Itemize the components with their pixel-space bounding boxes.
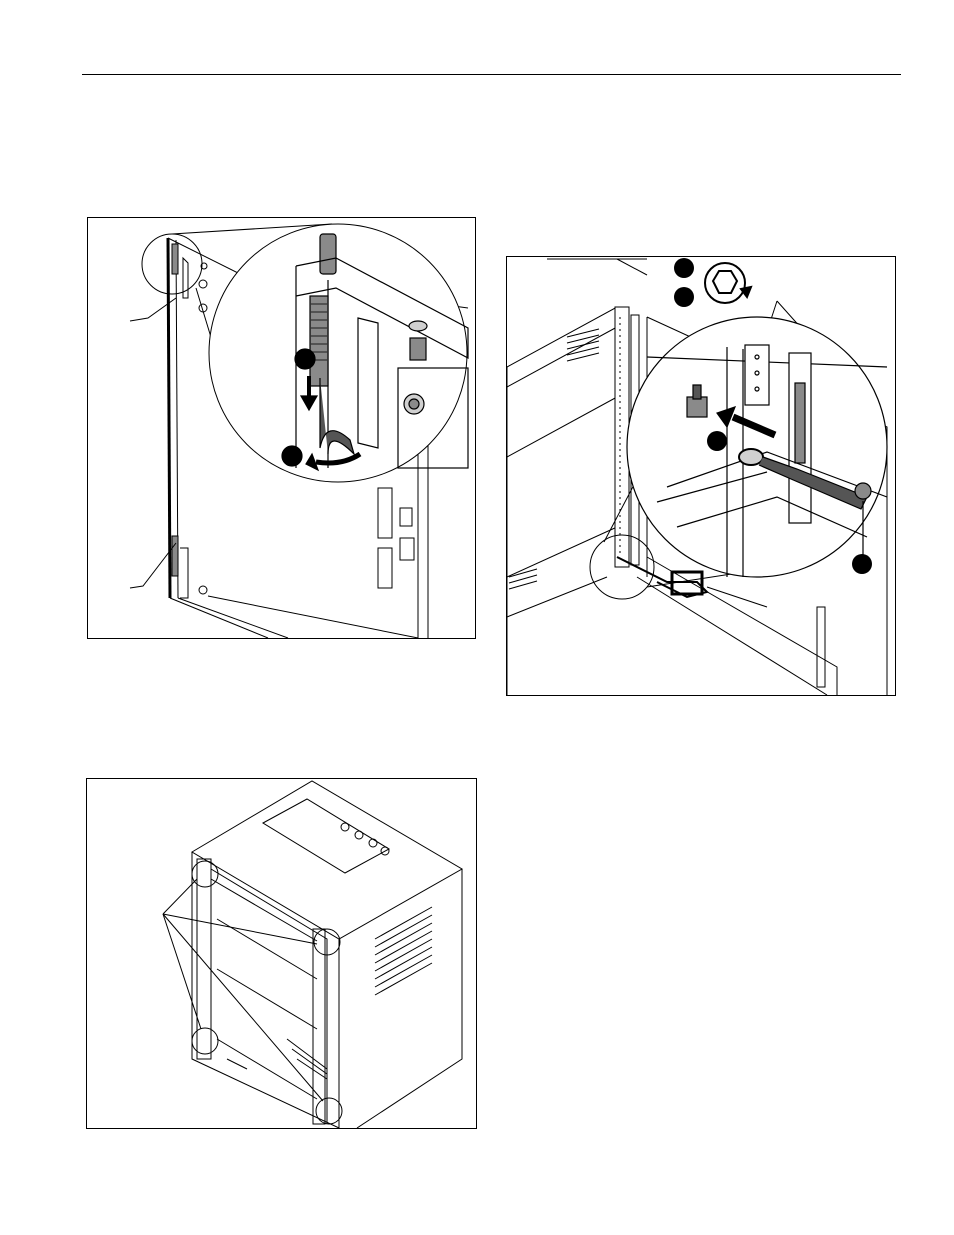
step-badge-2 bbox=[674, 287, 694, 307]
step-badge-4 bbox=[852, 554, 872, 574]
door-hinge-figure bbox=[87, 217, 476, 639]
cabinet-illustration bbox=[87, 779, 476, 1128]
nut-icon bbox=[713, 271, 737, 293]
ground-strap-figure bbox=[506, 256, 896, 696]
wrench-icon bbox=[705, 263, 751, 303]
header-rule bbox=[82, 74, 901, 75]
ground-strap-illustration bbox=[507, 257, 895, 695]
door-hinge-illustration bbox=[88, 218, 475, 638]
step-badge-1 bbox=[674, 258, 694, 278]
cabinet-figure bbox=[86, 778, 477, 1129]
step-badge-3 bbox=[707, 431, 727, 451]
